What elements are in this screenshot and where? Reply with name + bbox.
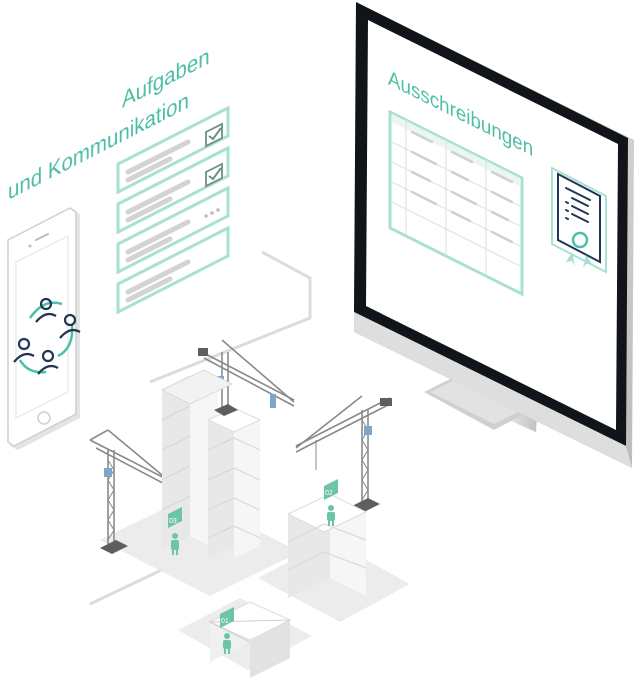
- task-card: [116, 185, 230, 275]
- smartphone: [7, 207, 81, 450]
- site-marker-01: 01: [220, 607, 234, 654]
- task-card: [116, 225, 230, 315]
- worker-icon: [223, 633, 231, 654]
- crane: [295, 395, 392, 512]
- svg-text:02: 02: [325, 490, 333, 497]
- site-marker-03: 03: [168, 507, 182, 555]
- tender-table: [388, 109, 524, 297]
- worker-icon: [327, 505, 335, 526]
- certificate-document-icon: [551, 166, 607, 274]
- ground-paths: [89, 250, 312, 606]
- home-button: [37, 411, 51, 425]
- building-block: [286, 493, 368, 598]
- building-tower: [206, 404, 262, 558]
- svg-text:01: 01: [221, 618, 229, 625]
- site-marker-02: 02: [324, 479, 338, 526]
- users-cycle-icon: [13, 297, 81, 375]
- check-icon: [205, 122, 223, 148]
- desktop-monitor: Ausschreibungen: [354, 2, 634, 468]
- dots-icon: [204, 208, 220, 218]
- building-low: [208, 601, 292, 678]
- svg-text:03: 03: [169, 518, 177, 525]
- task-list: [116, 105, 230, 315]
- check-icon: [205, 162, 223, 188]
- task-card: [116, 105, 230, 195]
- task-card: [116, 145, 230, 235]
- worker-icon: [171, 533, 179, 555]
